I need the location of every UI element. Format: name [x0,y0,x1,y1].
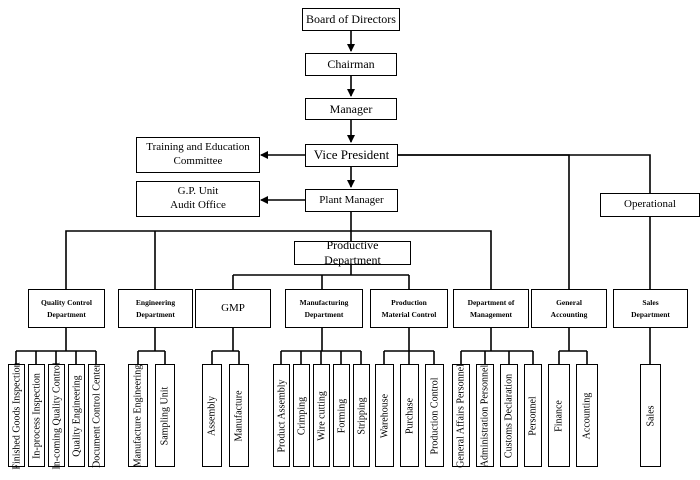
dept-label-line1: Quality Control [41,297,92,307]
chairman-box: Chairman [305,53,397,76]
engineering-department-box: Engineering Department [118,289,193,328]
leaf-label: Finished Goods Inspection [11,361,22,470]
operational-box: Operational [600,193,700,217]
dept-label-line2: Material Control [381,309,437,319]
leaf-label: Quality Engineering [71,374,82,457]
leaf-box-sales: Sales [640,364,661,467]
leaf-label: In-coming Quality Control [51,361,62,470]
leaf-label: Assembly [206,395,218,436]
leaf-label: Forming [336,398,347,433]
leaf-box-administration-personnel: Administration Personnel [476,364,494,467]
gp-unit-label: G.P. Unit [177,185,219,198]
plant-manager-label: Plant Manager [319,193,384,206]
leaf-box-warehouse: Warehouse [375,364,394,467]
board-of-directors-box: Board of Directors [302,8,400,31]
leaf-box-general-affairs-personnel: General Affairs Personnel [452,364,470,467]
leaf-box-document-control-center: Document Control Center [88,364,105,467]
leaf-box-wire-cutting: Wire cutting [313,364,330,467]
board-of-directors-label: Board of Directors [306,12,396,26]
department-of-management-box: Department of Management [453,289,529,328]
leaf-label: Product Assembly [276,378,287,453]
leaf-box-assembly: Assembly [202,364,222,467]
leaf-label: Customs Declaration [503,373,515,458]
training-label-line2: Committee [173,155,223,167]
leaf-box-accounting: Accounting [576,364,598,467]
dept-label-line1: GMP [221,301,245,314]
gp-unit-audit-office-box: G.P. Unit Audit Office [136,181,260,217]
manager-label: Manager [329,101,373,116]
dept-label-line1: Manufacturing [299,297,349,307]
leaf-label: Finance [553,399,565,432]
leaf-box-personnel: Personnel [524,364,542,467]
dept-label-line1: Department of [467,297,515,307]
leaf-box-forming: Forming [333,364,350,467]
production-material-control-box: Production Material Control [370,289,448,328]
leaf-label: Wire cutting [316,390,327,441]
dept-label-line1: Production [391,297,427,307]
leaf-box-manufacture: Manufacture [229,364,249,467]
training-label-line1: Training and Education [146,141,250,154]
leaf-box-manufacture-engineering: Manufacture Engineering [128,364,148,467]
leaf-box-product-assembly: Product Assembly [273,364,290,467]
leaf-connector-lines [15,328,651,364]
leaf-box-in-coming-quality-control: In-coming Quality Control [48,361,65,470]
leaf-box-in-process-inspection: In-process Inspection [28,364,45,467]
leaf-label: Crimping [296,396,307,435]
sales-department-box: Sales Department [613,289,688,328]
leaf-box-finished-goods-inspection: Finished Goods Inspection [8,361,25,470]
leaf-label: Accounting [581,392,593,439]
productive-department-box: Productive Department [294,238,411,267]
leaf-box-quality-engineering: Quality Engineering [68,364,85,467]
leaf-box-purchase: Purchase [400,364,419,467]
dept-label-line1: Engineering [135,297,176,307]
dept-label-line2: Department [304,309,344,319]
leaf-label: Administration Personnel [479,364,491,467]
plant-manager-box: Plant Manager [305,189,398,212]
leaf-box-stripping: Stripping [353,364,370,467]
leaf-box-finance: Finance [548,364,570,467]
leaf-label: Sampling Unit [159,386,171,445]
leaf-label: Stripping [356,396,367,435]
training-education-committee-box: Training and Education Committee [136,137,260,173]
tree-lines [65,154,651,289]
vice-president-label: Vice President [313,147,390,163]
chairman-label: Chairman [327,57,375,71]
leaf-label: Manufacture [233,389,245,442]
leaf-label: Personnel [527,395,539,436]
leaf-label: Production Control [429,377,440,454]
leaf-label: Warehouse [379,393,390,438]
leaf-box-customs-declaration: Customs Declaration [500,364,518,467]
dept-label-line2: Department [136,309,175,319]
dept-label-line2: Department [631,309,670,319]
dept-label-line1: General [556,297,582,307]
audit-office-label: Audit Office [170,199,226,211]
general-accounting-box: General Accounting [531,289,607,328]
leaf-label: In-process Inspection [31,372,42,459]
leaf-label: Sales [645,404,656,427]
leaf-box-crimping: Crimping [293,364,310,467]
operational-label: Operational [624,198,676,211]
leaf-label: Manufacture Engineering [132,364,144,467]
vice-president-box: Vice President [305,144,398,167]
leaf-box-sampling-unit: Sampling Unit [155,364,175,467]
dept-label-line2: Department [47,309,86,319]
leaf-label: General Affairs Personnel [455,363,467,468]
manager-box: Manager [305,98,397,120]
productive-department-label: Productive Department [324,238,381,267]
manufacturing-department-box: Manufacturing Department [285,289,363,328]
dept-label-line1: Sales [642,297,659,307]
gmp-box: GMP [195,289,271,328]
quality-control-department-box: Quality Control Department [28,289,105,328]
leaf-box-production-control: Production Control [425,364,444,467]
leaf-label: Document Control Center [91,363,102,468]
dept-label-line2: Accounting [550,309,588,319]
dept-label-line2: Management [469,309,513,319]
leaf-label: Purchase [404,397,415,434]
